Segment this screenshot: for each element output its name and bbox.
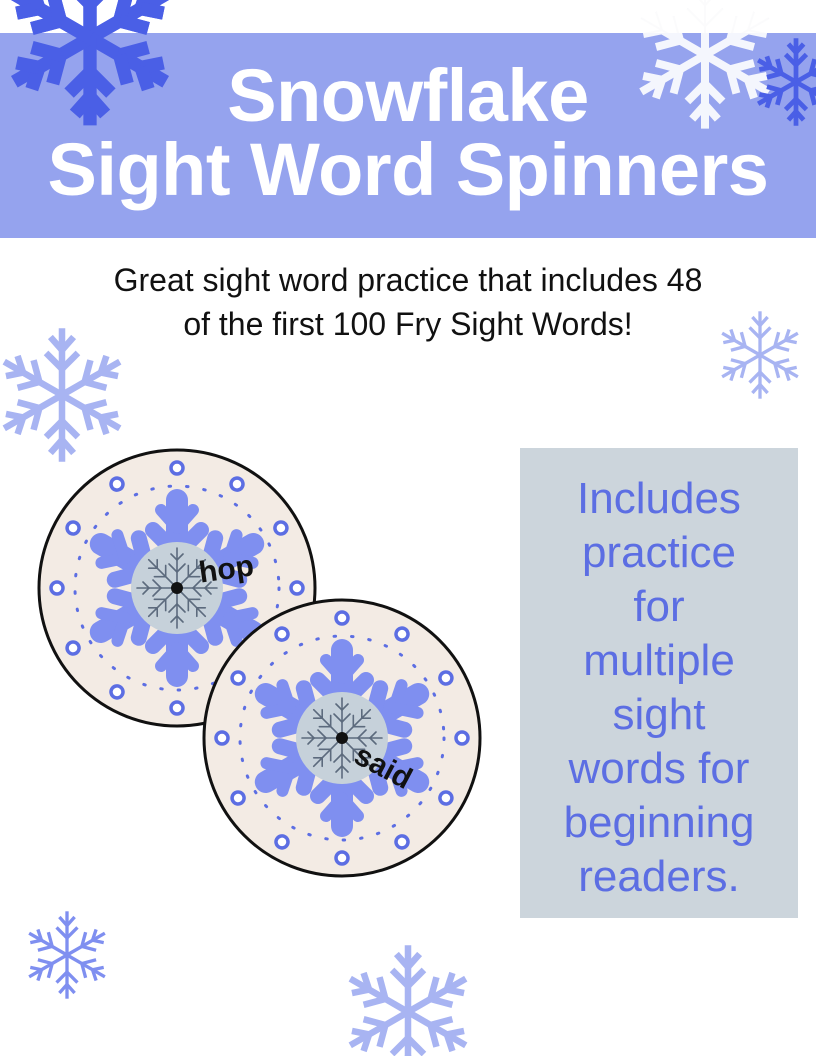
info-line: readers. [578,852,740,901]
info-line: practice [581,528,737,577]
info-line: for [633,582,685,631]
spinner-hop: hop [39,450,315,726]
page-title: Snowflake Sight Word Spinners [0,33,816,207]
title-line-1: Snowflake [227,54,589,137]
info-line: sight [612,690,706,739]
subtitle-line-1: Great sight word practice that includes … [113,262,703,298]
info-text: Includes practice for multiple sight wor… [520,472,798,904]
spinner-said: said [204,600,480,876]
info-line: beginning [563,798,755,847]
info-line: Includes [577,474,741,523]
subtitle-line-2: of the first 100 Fry Sight Words! [183,306,633,342]
title-line-2: Sight Word Spinners [47,128,769,211]
info-box [520,448,798,918]
info-line: words for [568,744,750,793]
spinner-word-hop: hop [197,549,256,589]
subtitle: Great sight word practice that includes … [30,258,786,346]
info-line: multiple [583,636,735,685]
